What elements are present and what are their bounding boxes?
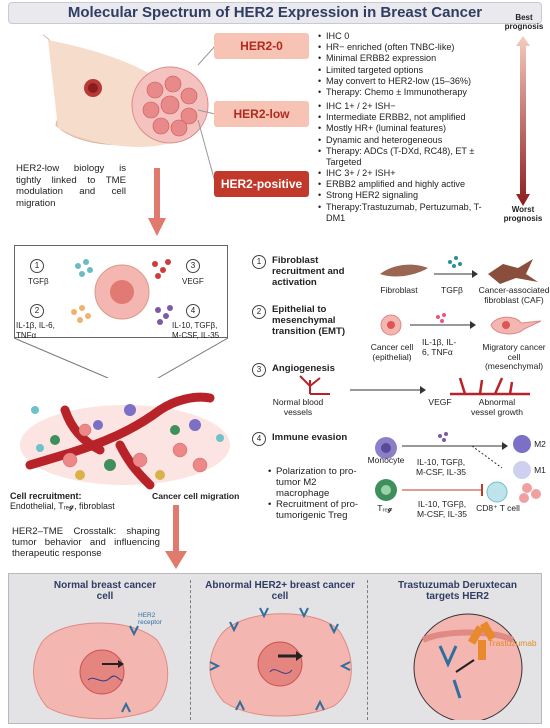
tier-her2-low: HER2-low xyxy=(214,101,309,127)
best-prognosis-label: Best prognosis xyxy=(504,13,544,31)
panel-title-normal: Normal breast cancer cell xyxy=(53,580,157,602)
list-item: ERBB2 amplified and highly active xyxy=(318,179,496,190)
cancer-cell-label: Cancer cell (epithelial) xyxy=(370,342,414,362)
tgfb-label: TGFβ xyxy=(441,285,463,295)
mechanism-title-3: Angiogenesis xyxy=(272,363,335,374)
page-title: Molecular Spectrum of HER2 Expression in… xyxy=(8,2,542,24)
list-item: IHC 0 xyxy=(318,31,508,42)
tumor-cluster-icon xyxy=(131,66,209,144)
mechanism-title-1: Fibroblast recruitment and activation xyxy=(272,255,345,288)
list-item: Mostly HR+ (luminal features) xyxy=(318,123,508,134)
list-item: Dynamic and heterogeneous xyxy=(318,135,508,146)
connector-lines xyxy=(197,45,216,183)
vegf-label: VEGF xyxy=(428,397,452,407)
normal-cell-illustration xyxy=(33,622,169,720)
list-item: Strong HER2 signaling xyxy=(318,190,496,201)
mechanism-number-4: 4 xyxy=(252,432,266,446)
prognosis-arrow xyxy=(516,36,530,206)
inset-label-vegf: VEGF xyxy=(182,277,204,286)
inset-label-il10: IL-10, TGFβ, M-CSF, IL-35 xyxy=(172,321,220,340)
worst-prognosis-label: Worst prognosis xyxy=(503,205,543,223)
tier-her2-low-list: IHC 1+ / 2+ ISH− Intermediate ERBB2, not… xyxy=(318,101,508,168)
tdxd-illustration xyxy=(413,613,523,720)
inset-cell-illustration xyxy=(71,259,173,325)
list-item: Intermediate ERBB2, not amplified xyxy=(318,112,508,123)
treg-label: Tᵣₑ𝓰 xyxy=(377,503,393,513)
list-item: Recruitment of pro-tumorigenic Treg xyxy=(268,499,368,521)
list-item: IHC 3+ / 2+ ISH+ xyxy=(318,168,496,179)
tme-illustration xyxy=(20,392,230,490)
mechanism-number-3: 3 xyxy=(252,363,266,377)
caf-label: Cancer-associated fibroblast (CAF) xyxy=(478,285,550,305)
list-item: Minimal ERBB2 expression xyxy=(318,53,508,64)
abnormal-vessels-label: Abnormal vessel growth xyxy=(471,397,523,417)
signal-a-label: IL-10, TGFβ, M-CSF, IL-35 xyxy=(415,457,467,477)
down-arrow-icon xyxy=(165,505,187,569)
signal-b-label: IL-10, TGFβ, M-CSF, IL-35 xyxy=(416,499,468,519)
list-item: Therapy:Trastuzumab, Pertuzumab, T-DM1 xyxy=(318,202,496,224)
monocyte-label: Monocyte xyxy=(367,455,405,465)
list-item: Therapy: Chemo ± Immunotherapy xyxy=(318,87,508,98)
m2-label: M2 xyxy=(534,439,546,449)
inset-number-1: 1 xyxy=(30,259,44,273)
down-arrow-icon xyxy=(148,168,166,236)
emt-row-illustration xyxy=(380,313,542,336)
immune-bullets: Polarization to pro-tumor M2 macrophage … xyxy=(268,466,368,521)
fibroblast-row-illustration xyxy=(380,256,538,284)
her2-receptor-label: HER2 receptor xyxy=(138,612,162,626)
panel-title-abnormal: Abnormal HER2+ breast cancer cell xyxy=(205,580,355,602)
mechanism-number-2: 2 xyxy=(252,305,266,319)
list-item: Limited targeted options xyxy=(318,65,508,76)
list-item: Polarization to pro-tumor M2 macrophage xyxy=(268,466,368,499)
divider xyxy=(367,580,368,720)
side-note: HER2-low biology is tightly linked to TM… xyxy=(16,163,126,209)
divider xyxy=(190,580,191,720)
cancer-migration-label: Cancer cell migration xyxy=(152,491,240,501)
mechanism-title-4: Immune evasion xyxy=(272,432,348,443)
inset-label-il: IL-1β, IL-6, TNFα xyxy=(16,321,55,340)
list-item: IHC 1+ / 2+ ISH− xyxy=(318,101,508,112)
m1-label: M1 xyxy=(534,465,546,475)
cell-recruitment-detail: Endothelial, Tᵣₑ𝓰, fibroblast xyxy=(10,501,115,511)
il-label: IL-1β, IL-6, TNFα xyxy=(422,337,457,357)
panel-title-tdxd: Trastuzumab Deruxtecan targets HER2 xyxy=(398,580,517,602)
tier-her2-positive: HER2-positive xyxy=(214,171,309,197)
tier-her2-0-list: IHC 0 HR− enriched (often TNBC-like) Min… xyxy=(318,31,508,98)
mechanism-number-1: 1 xyxy=(252,255,266,269)
inset-number-2: 2 xyxy=(30,304,44,318)
trastuzumab-label: Trastuzumab xyxy=(488,638,537,648)
list-item: May convert to HER2-low (15–36%) xyxy=(318,76,508,87)
cd8-label: CD8⁺ T cell xyxy=(476,503,520,513)
list-item: HR− enriched (often TNBC-like) xyxy=(318,42,508,53)
mechanism-title-2: Epithelial to mesenchymal transition (EM… xyxy=(272,304,346,337)
normal-vessels-label: Normal blood vessels xyxy=(272,397,324,417)
tier-her2-positive-list: IHC 3+ / 2+ ISH+ ERBB2 amplified and hig… xyxy=(318,168,496,224)
crosstalk-text: HER2–TME Crosstalk: shaping tumor behavi… xyxy=(12,526,160,559)
inset-label-tgfb: TGFβ xyxy=(28,277,49,286)
inset-number-3: 3 xyxy=(186,259,200,273)
list-item: Therapy: ADCs (T-DXd, RC48), ET ± Target… xyxy=(318,146,508,168)
fibroblast-label: Fibroblast xyxy=(380,285,418,295)
angiogenesis-row-illustration xyxy=(299,375,530,396)
cell-recruitment-title: Cell recruitment: xyxy=(10,491,82,501)
inset-number-4: 4 xyxy=(186,304,200,318)
immune-row-illustration xyxy=(375,432,541,503)
inset-funnel-lines xyxy=(13,338,229,378)
abnormal-cell-illustration xyxy=(209,607,352,717)
tier-her2-0: HER2-0 xyxy=(214,33,309,59)
migratory-label: Migratory cancer cell (mesenchymal) xyxy=(482,342,546,371)
